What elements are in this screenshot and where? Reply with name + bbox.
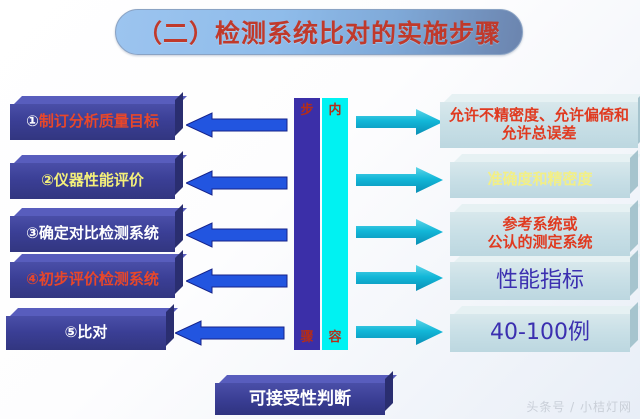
right-pointing-arrow-1 <box>356 109 443 135</box>
content-box-1[interactable]: 允许不精密度、允许偏倚和 允许总误差 <box>440 90 640 148</box>
page-title-text: （二）检测系统比对的实施步骤 <box>136 19 501 48</box>
conclusion-box-label: 可接受性判断 <box>249 388 351 409</box>
step-box-5-side-face <box>166 304 174 346</box>
step-column-bar: 步 骤 <box>294 98 320 350</box>
left-pointing-arrow-1 <box>186 112 288 138</box>
content-box-3-top-face <box>454 204 640 212</box>
content-box-5-top-face <box>454 306 640 314</box>
content-box-4[interactable]: 性能指标 <box>450 250 640 300</box>
step-box-2-number: ② <box>41 171 54 190</box>
page-title: （二）检测系统比对的实施步骤 <box>115 9 523 55</box>
content-box-1-line1: 允许不精密度、允许偏倚和 <box>448 106 629 125</box>
content-box-3-line1: 参考系统或 <box>502 215 578 234</box>
left-pointing-arrow-2 <box>186 170 288 196</box>
right-pointing-arrow-4 <box>356 265 443 291</box>
content-box-4-side-face <box>630 250 638 296</box>
step-box-5-top-face <box>10 308 178 316</box>
step-box-4-number: ④ <box>26 270 39 289</box>
step-box-5-label: 比对 <box>77 323 108 342</box>
left-pointing-arrow-3 <box>186 222 288 248</box>
step-box-3-top-face <box>14 208 187 216</box>
step-box-4-top-face <box>14 254 187 262</box>
step-box-4-side-face <box>175 250 183 294</box>
conclusion-box[interactable]: 可接受性判断 <box>215 371 397 415</box>
content-column-bar: 内 容 <box>322 98 348 350</box>
step-box-4-label: 初步评价检测系统 <box>38 270 159 289</box>
step-box-1-number: ① <box>26 112 39 131</box>
step-box-1-label: 制订分析质量目标 <box>38 112 159 131</box>
step-column-label-top: 步 <box>300 103 314 118</box>
content-box-5-face: 40-100例 <box>450 314 630 352</box>
content-box-3-face: 参考系统或 公认的测定系统 <box>450 212 630 256</box>
step-box-3-label: 确定对比检测系统 <box>38 224 159 243</box>
step-box-2-top-face <box>14 155 187 163</box>
content-box-1-line2: 允许总误差 <box>501 124 577 142</box>
step-box-3-side-face <box>175 204 183 248</box>
right-pointing-arrow-5 <box>356 319 443 345</box>
step-box-1-side-face <box>175 92 183 136</box>
step-box-3-number: ③ <box>26 224 39 243</box>
content-box-5-line1: 40-100例 <box>490 320 590 346</box>
left-pointing-arrow-5 <box>175 320 285 346</box>
left-pointing-arrow-4 <box>186 268 288 294</box>
content-box-1-top-face <box>444 94 640 102</box>
content-column-label-bottom: 容 <box>328 330 342 345</box>
content-box-4-line1: 性能指标 <box>495 268 584 294</box>
conclusion-box-top-face <box>219 375 397 383</box>
conclusion-box-side-face <box>385 371 393 411</box>
content-box-5[interactable]: 40-100例 <box>450 302 640 352</box>
content-box-2-top-face <box>454 154 640 162</box>
content-box-2-line1: 准确度和精密度 <box>487 170 593 189</box>
content-box-3-line2: 公认的测定系统 <box>487 233 593 251</box>
watermark: 头条号 / 小桔灯网 <box>526 400 632 414</box>
content-box-3-side-face <box>630 200 638 252</box>
step-box-5-number: ⑤ <box>64 323 78 342</box>
content-box-2[interactable]: 准确度和精密度 <box>450 150 640 198</box>
content-box-2-side-face <box>630 150 638 194</box>
right-pointing-arrow-2 <box>356 167 443 193</box>
conclusion-box-face: 可接受性判断 <box>215 383 385 415</box>
content-box-3[interactable]: 参考系统或 公认的测定系统 <box>450 200 640 256</box>
step-box-2-label: 仪器性能评价 <box>53 171 144 190</box>
content-box-4-face: 性能指标 <box>450 262 630 300</box>
content-column-label-top: 内 <box>328 103 342 118</box>
content-box-5-side-face <box>630 302 638 348</box>
content-box-2-face: 准确度和精密度 <box>450 162 630 198</box>
right-pointing-arrow-3 <box>356 219 443 245</box>
step-box-2-side-face <box>175 151 183 195</box>
step-box-1-top-face <box>14 96 187 104</box>
content-box-1-face: 允许不精密度、允许偏倚和 允许总误差 <box>440 102 638 148</box>
step-column-label-bottom: 骤 <box>300 330 314 345</box>
